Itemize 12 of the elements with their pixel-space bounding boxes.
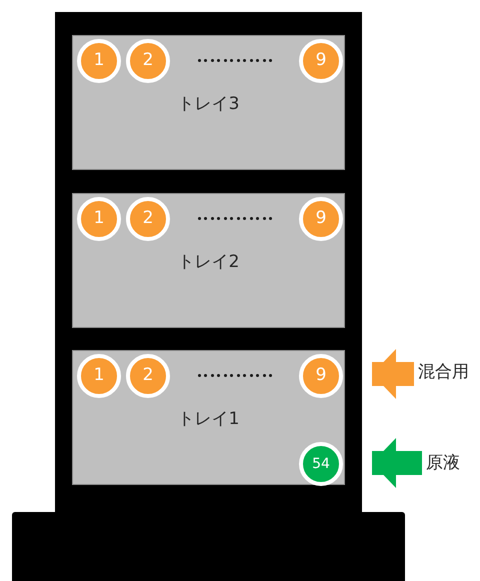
tray-label: トレイ3 [176,93,240,116]
inlet-label: 原液 [426,451,470,475]
tray-label: トレイ2 [176,251,240,274]
tray-panel [72,35,345,170]
rack-frame [55,12,362,512]
tray-panel [72,193,345,328]
tray-panel [72,350,345,485]
block-arrow [372,438,422,488]
rack-base [12,512,405,581]
block-arrow [372,349,414,399]
tray-label: トレイ1 [176,408,240,431]
inlet-label: 混合用 [418,360,478,384]
